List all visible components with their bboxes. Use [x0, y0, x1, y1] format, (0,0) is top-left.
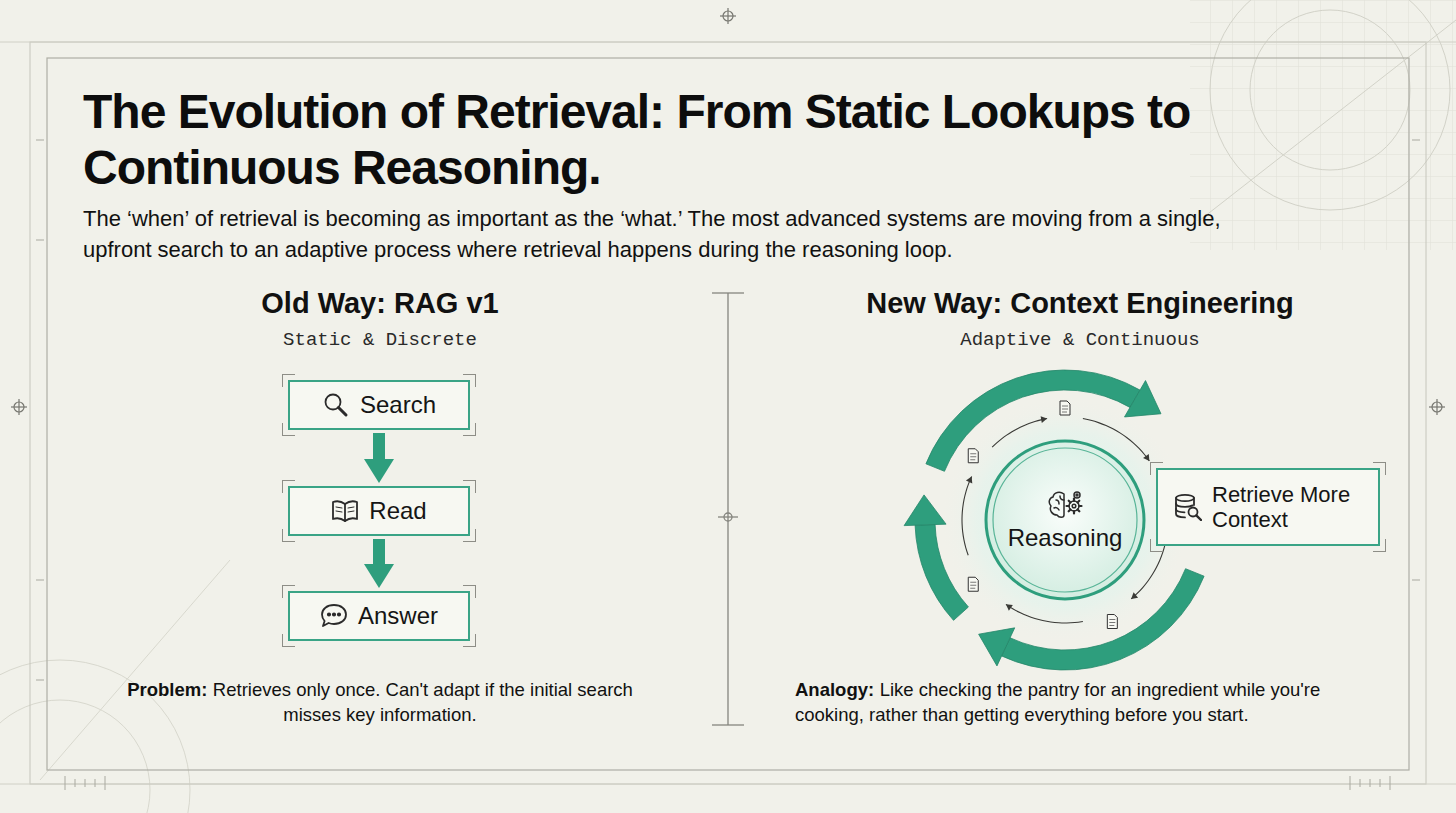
db-icon: [1174, 493, 1202, 521]
column-heading: Old Way: RAG v1: [80, 285, 680, 323]
problem-note: Problem: Retrieves only once. Can't adapt…: [125, 677, 635, 727]
corner-bracket: [463, 374, 476, 387]
flow-arrowhead: [1143, 454, 1149, 461]
analogy-note: Analogy:Like checking the pantry for an …: [795, 677, 1385, 727]
corner-bracket: [282, 529, 295, 542]
frame-lines: [0, 42, 1456, 784]
column-heading: New Way: Context Engineering: [780, 285, 1380, 323]
flow-arrow: [373, 539, 385, 564]
node-text: Search: [360, 391, 436, 419]
column-subheading: Static & Discrete: [80, 328, 680, 353]
document-icon: [968, 449, 978, 463]
corner-bracket: [282, 585, 295, 598]
node-text: Reasoning: [1008, 524, 1123, 552]
flow-arrowhead: [1006, 604, 1013, 610]
corner-bracket: [282, 374, 295, 387]
flow-line: [992, 419, 1047, 448]
chat-icon: [320, 602, 348, 630]
cycle-arrowhead: [1125, 381, 1161, 417]
page-title: The Evolution of Retrieval: From Static …: [83, 84, 1373, 196]
document-icon: [968, 577, 978, 591]
flow-arrow: [373, 433, 385, 459]
flow-arrowhead: [966, 476, 972, 483]
note-body: Retrieves only once. Can't adapt if the …: [213, 679, 633, 725]
process-box: Retrieve More Context: [1156, 468, 1380, 546]
process-box: Answer: [288, 591, 470, 641]
cycle-arrowhead: [904, 495, 946, 526]
corner-bracket: [282, 480, 295, 493]
node-text: Retrieve More Context: [1212, 482, 1362, 533]
corner-bracket: [282, 634, 295, 647]
flow-line: [1006, 604, 1083, 623]
column-subheading: Adaptive & Continuous: [780, 328, 1380, 353]
corner-bracket: [463, 423, 476, 436]
corner-bracket: [1150, 539, 1163, 552]
reasoning-glow: [940, 395, 1190, 645]
corner-bracket: [463, 634, 476, 647]
process-box: Read: [288, 486, 470, 536]
reasoning-circle: Reasoning: [983, 438, 1147, 602]
corner-bracket: [463, 480, 476, 493]
search-icon: [322, 391, 350, 419]
ruler-ticks: [36, 140, 1420, 790]
cycle-arc: [915, 525, 968, 621]
note-lead: Analogy:: [795, 679, 874, 700]
corner-bracket: [463, 529, 476, 542]
corner-bracket: [1150, 462, 1163, 475]
subtitle: The ‘when’ of retrieval is becoming as i…: [83, 203, 1263, 265]
document-icon: [1060, 401, 1070, 415]
flow-arrowhead: [1041, 416, 1048, 423]
corner-bracket: [282, 423, 295, 436]
node-text: Read: [369, 497, 426, 525]
book-icon: [331, 497, 359, 525]
node-text: Answer: [358, 602, 438, 630]
flow-line: [962, 476, 972, 555]
circle-outline: [983, 438, 1147, 602]
corner-bracket: [1373, 462, 1386, 475]
flow-arrowhead: [1131, 592, 1138, 599]
process-box: Search: [288, 380, 470, 430]
cycle-arrowhead: [979, 628, 1015, 666]
corner-bracket: [463, 585, 476, 598]
brain-icon: [1046, 488, 1084, 520]
column-divider: [712, 293, 744, 725]
note-lead: Problem:: [127, 679, 207, 700]
document-icon: [1107, 615, 1117, 629]
corner-bracket: [1373, 539, 1386, 552]
